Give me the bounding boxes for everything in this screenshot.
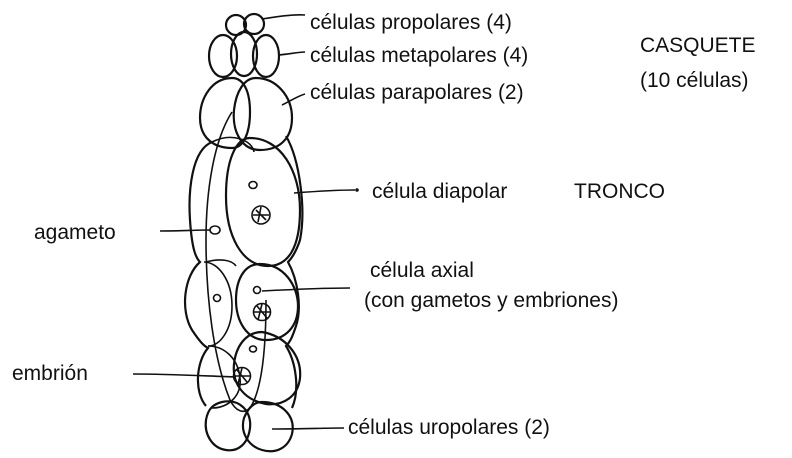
label-metapolares: células metapolares (4)	[310, 44, 528, 67]
label-diapolar: célula diapolar	[372, 180, 507, 203]
agamete	[210, 226, 220, 234]
nucleus	[249, 182, 257, 189]
labels: células propolares (4) células metapolar…	[12, 11, 756, 439]
nucleus	[250, 346, 257, 352]
label-propolares: células propolares (4)	[310, 11, 512, 34]
trunk-outline-left	[185, 142, 212, 406]
label-axial-line2: (con gametos y embriones)	[364, 289, 618, 312]
leader-dot	[355, 188, 359, 192]
trunk-cell-right	[236, 264, 298, 340]
leader-propolares	[262, 15, 305, 19]
label-agameto: agameto	[34, 221, 116, 244]
leader-metapolares	[278, 52, 305, 55]
label-tronco: TRONCO	[574, 180, 665, 203]
leader-uropolares	[272, 428, 344, 429]
label-axial-line1: célula axial	[370, 259, 474, 282]
label-embrion: embrión	[12, 362, 88, 385]
label-casquete-title: CASQUETE	[640, 34, 756, 57]
nucleus	[254, 287, 261, 294]
embryo	[252, 206, 270, 224]
label-casquete-count: (10 células)	[640, 69, 749, 92]
leader-agameto	[160, 230, 210, 231]
embryo	[254, 304, 271, 321]
nucleus	[214, 295, 221, 302]
leader-embrion	[133, 374, 236, 377]
label-uropolares: células uropolares (2)	[348, 416, 550, 439]
organism-drawing	[185, 14, 302, 451]
diapolar-cell	[226, 138, 300, 266]
embryo	[234, 368, 251, 385]
leader-axial	[262, 288, 350, 291]
axial-cell	[206, 112, 266, 411]
label-parapolares: células parapolares (2)	[310, 81, 524, 104]
leader-diapolar	[294, 190, 355, 193]
trunk-cell-left	[204, 262, 232, 346]
trunk-cell-left	[206, 137, 254, 266]
